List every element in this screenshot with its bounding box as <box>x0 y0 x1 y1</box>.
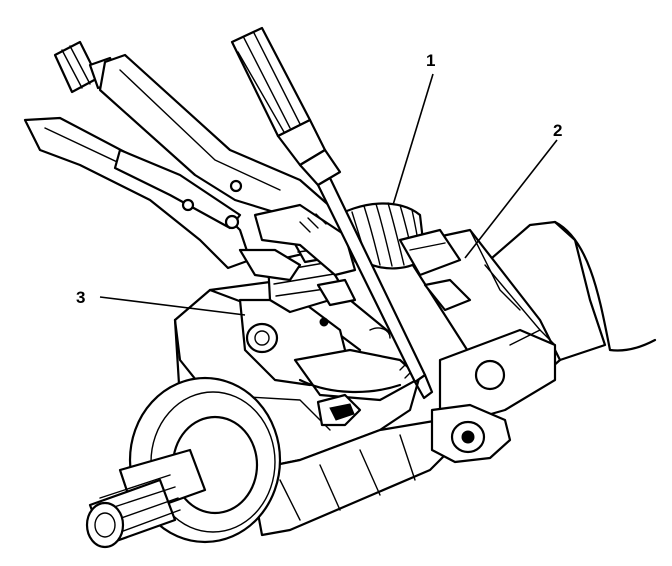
callout-2-label: 2 <box>553 121 562 140</box>
callout-1: 1 <box>392 51 435 206</box>
lower-housing <box>248 418 457 537</box>
pivot-lug <box>430 328 557 464</box>
lock-housing <box>173 280 422 472</box>
callout-2-leader <box>464 139 558 259</box>
steering-shaft-hub <box>85 376 282 549</box>
locking-pliers <box>23 40 357 282</box>
callout-2: 2 <box>464 121 562 259</box>
screwdriver <box>230 26 434 400</box>
callout-3-leader <box>99 296 246 316</box>
callout-1-label: 1 <box>426 51 435 70</box>
callout-3-label: 3 <box>76 288 85 307</box>
housing-details <box>398 228 472 312</box>
callout-1-leader <box>392 73 434 206</box>
callout-3: 3 <box>76 288 246 316</box>
